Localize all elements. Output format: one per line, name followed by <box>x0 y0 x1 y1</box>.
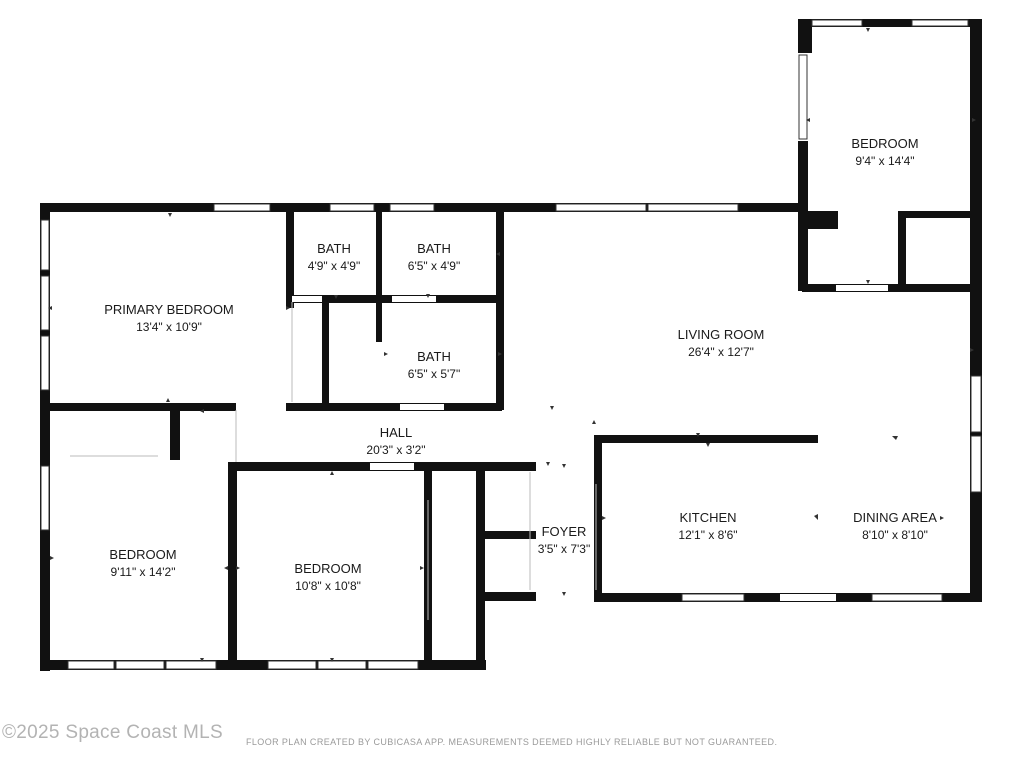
bedroom-sw-name: BEDROOM <box>109 547 176 562</box>
copyright-watermark: ©2025 Space Coast MLS <box>2 722 223 743</box>
bath-1-name: BATH <box>317 241 351 256</box>
bath-1-dims: 4'9" x 4'9" <box>308 259 360 273</box>
bedroom-sw-dims: 9'11" x 14'2" <box>111 565 176 579</box>
kitchen-name: KITCHEN <box>679 510 736 525</box>
bedroom-mid-dims: 10'8" x 10'8" <box>295 579 361 593</box>
kitchen-dims: 12'1" x 8'6" <box>678 528 737 542</box>
windows <box>40 19 982 670</box>
tick-marks <box>48 28 976 662</box>
foyer-dims: 3'5" x 7'3" <box>538 542 590 556</box>
hall-name: HALL <box>380 425 413 440</box>
primary-bedroom-name: PRIMARY BEDROOM <box>104 302 234 317</box>
dining-area-name: DINING AREA <box>853 510 937 525</box>
walls <box>40 19 982 671</box>
bedroom-ne-dims: 9'4" x 14'4" <box>855 154 914 168</box>
bath-2-dims: 6'5" x 4'9" <box>408 259 460 273</box>
door-openings <box>68 285 888 601</box>
living-room-dims: 26'4" x 12'7" <box>688 345 754 359</box>
foyer-name: FOYER <box>542 524 587 539</box>
bath-3-name: BATH <box>417 349 451 364</box>
dining-area-dims: 8'10" x 8'10" <box>862 528 928 542</box>
bath-3-dims: 6'5" x 5'7" <box>408 367 460 381</box>
bath-2-name: BATH <box>417 241 451 256</box>
disclaimer-text: FLOOR PLAN CREATED BY CUBICASA APP. MEAS… <box>246 737 778 747</box>
door-lines <box>70 302 597 620</box>
hall-dims: 20'3" x 3'2" <box>366 443 425 457</box>
bedroom-ne-name: BEDROOM <box>851 136 918 151</box>
primary-bedroom-dims: 13'4" x 10'9" <box>136 320 202 334</box>
room-labels: BEDROOM 9'4" x 14'4" PRIMARY BEDROOM 13'… <box>104 136 937 593</box>
bedroom-mid-name: BEDROOM <box>294 561 361 576</box>
living-room-name: LIVING ROOM <box>678 327 765 342</box>
